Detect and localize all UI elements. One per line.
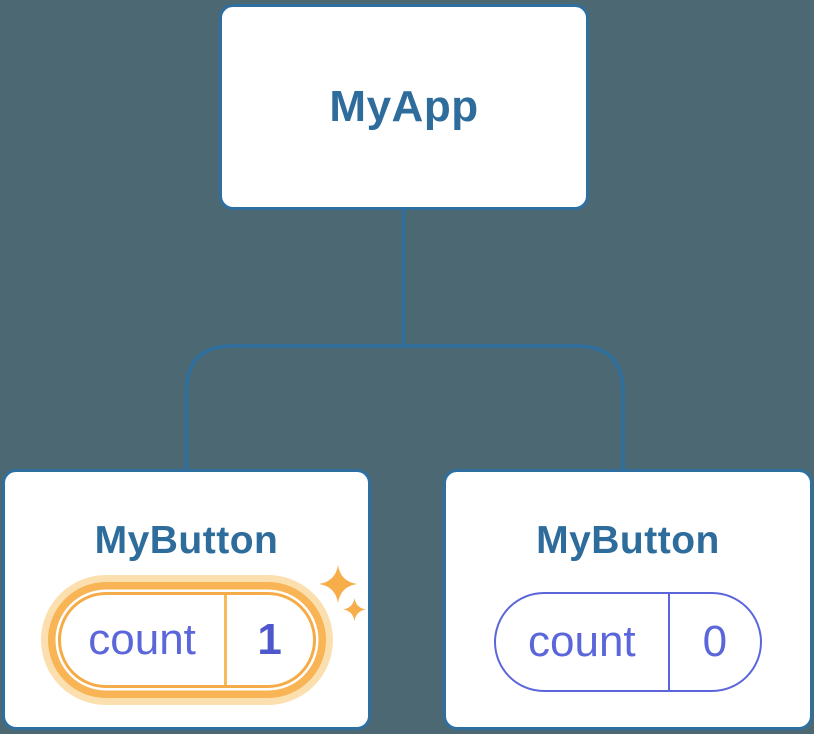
root-node-title: MyApp (329, 82, 479, 131)
state-value: 0 (667, 594, 760, 690)
child-node-title: MyButton (94, 519, 279, 562)
connector-branch (184, 344, 625, 472)
sparkle-icon (319, 565, 357, 603)
child-node-title: MyButton (536, 519, 720, 562)
tree-node-child-2: MyButton count 0 (443, 469, 813, 730)
state-pill: count 0 (494, 592, 762, 692)
tree-node-root: MyApp (219, 4, 589, 210)
sparkle-icon (343, 598, 366, 621)
state-label: count (528, 617, 636, 666)
state-pill-highlighted: count 1 (57, 592, 316, 688)
tree-node-child-1: MyButton count 1 (2, 469, 371, 730)
state-label: count (88, 615, 196, 664)
state-value: 1 (223, 595, 313, 685)
